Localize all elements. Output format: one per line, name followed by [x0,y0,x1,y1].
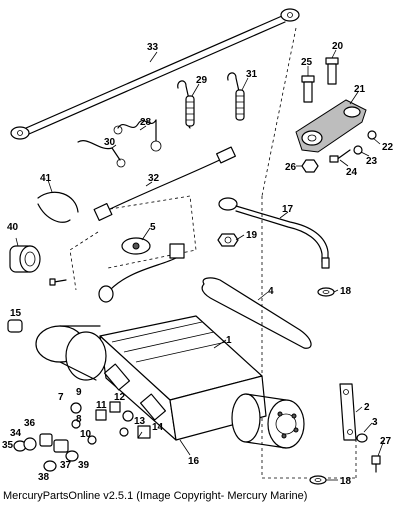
spring-part-31 [227,72,245,121]
callout-19: 19 [246,230,258,241]
parts-illustration: 33 20 25 21 22 23 24 26 29 31 28 30 32 4… [2,8,394,487]
callout-39: 39 [78,460,90,471]
hardware-parts-22-26 [301,130,377,173]
callout-7: 7 [58,392,64,403]
callout-21: 21 [354,84,366,95]
callout-13: 13 [134,416,146,427]
callout-5: 5 [150,222,156,233]
callout-29: 29 [196,75,208,86]
callout-27: 27 [380,436,392,447]
callout-32: 32 [148,173,160,184]
callout-16: 16 [188,456,200,467]
cable-rod-part-33 [10,8,300,140]
callout-17: 17 [282,204,294,215]
harness-part-32 [93,146,236,221]
callout-15: 15 [10,308,22,319]
callout-2: 2 [364,402,370,413]
callout-24: 24 [346,167,358,178]
spring-part-29 [177,80,195,129]
callout-31: 31 [246,69,258,80]
grommet-part-5 [121,237,151,255]
callout-38: 38 [38,472,50,483]
callout-26: 26 [285,162,297,173]
pin-part-25 [301,75,315,103]
callout-25: 25 [301,57,313,68]
bushing-part-15 [7,319,23,333]
callout-23: 23 [366,156,378,167]
callout-3: 3 [372,417,378,428]
callout-10: 10 [80,429,92,440]
callout-14: 14 [152,422,164,433]
screw-part-6 [49,278,67,286]
leader-lines [15,49,385,481]
washer-part-18-upper [317,287,335,297]
harness-connector [98,243,185,303]
bracket-part-21 [295,99,367,153]
callout-36: 36 [24,418,36,429]
callout-labels: 33 20 25 21 22 23 24 26 29 31 28 30 32 4… [2,41,394,487]
cylinder-assembly-part-1 [35,315,305,449]
callout-34: 34 [10,428,22,439]
callout-18a: 18 [340,286,352,297]
callout-4: 4 [268,286,274,297]
callout-41: 41 [40,173,52,184]
callout-8: 8 [76,414,82,425]
belt-part-4 [201,277,312,349]
callout-1: 1 [226,335,232,346]
callout-12: 12 [114,392,126,403]
pin-part-20 [325,57,339,85]
bolt-part-27 [371,455,381,473]
callout-20: 20 [332,41,344,52]
washer-part-3 [356,433,368,443]
callout-33: 33 [147,42,159,53]
callout-35: 35 [2,440,14,451]
callout-22: 22 [382,142,394,153]
washer-part-18-lower [309,475,327,485]
callout-30: 30 [104,137,116,148]
link-rod-part-17 [218,197,330,269]
callout-11: 11 [96,400,107,411]
spring-part-30 [77,140,126,168]
callout-28: 28 [140,117,152,128]
plate-part-2 [339,383,357,441]
copyright-caption: MercuryPartsOnline v2.5.1 (Image Copyrig… [3,490,308,502]
callout-37: 37 [60,460,72,471]
fittings-parts-34-39 [13,433,79,472]
callout-9: 9 [76,387,82,398]
fittings-parts-7-14 [70,401,151,445]
callout-18b: 18 [340,476,352,487]
callout-40: 40 [7,222,19,233]
spring-part-28 [113,119,162,152]
fitting-part-40 [9,245,41,273]
nut-part-19 [217,233,239,247]
clip-part-41 [37,191,79,223]
